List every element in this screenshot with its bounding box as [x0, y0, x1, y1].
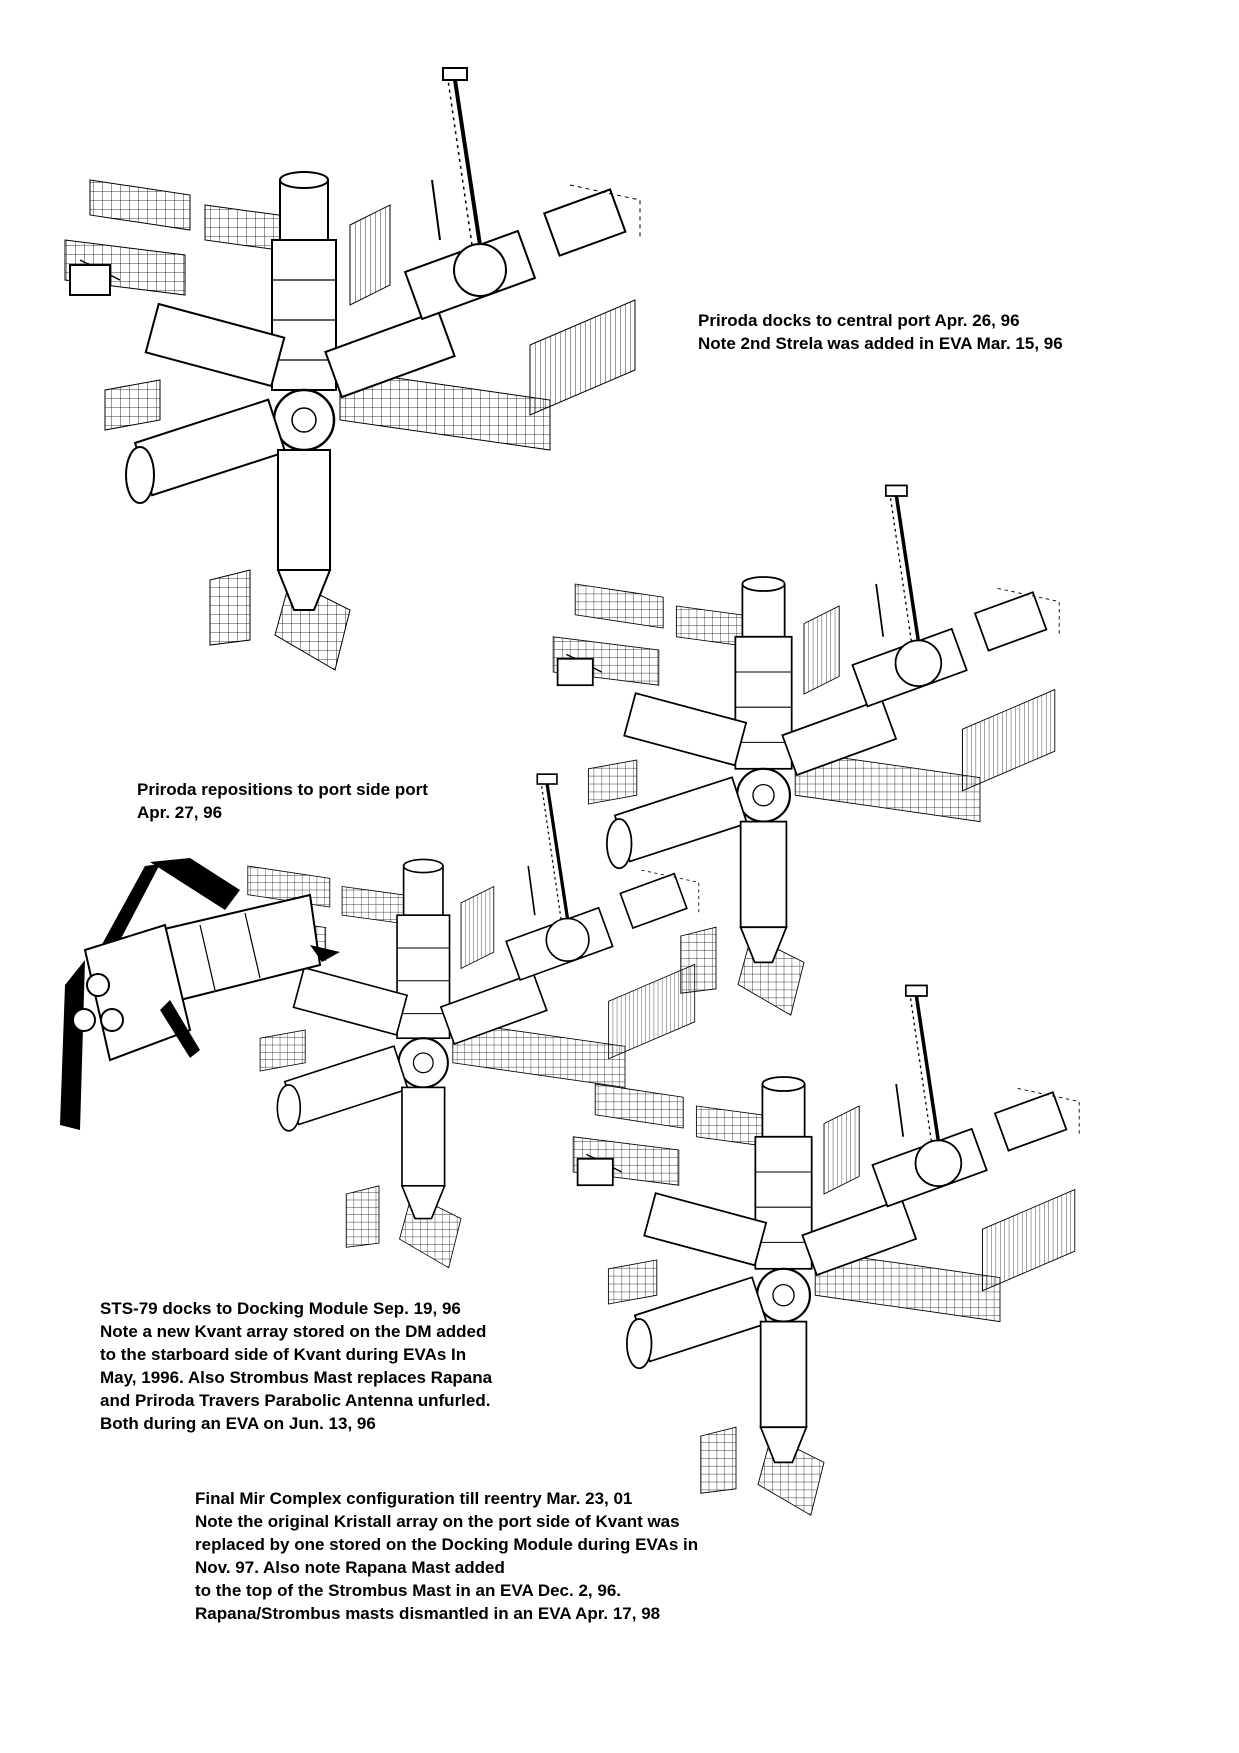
- caption-priroda-port-side: Priroda repositions to port side port Ap…: [137, 778, 428, 824]
- caption-line: to the top of the Strombus Mast in an EV…: [195, 1581, 621, 1600]
- space-shuttle-drawing: [60, 858, 340, 1130]
- caption-line: and Priroda Travers Parabolic Antenna un…: [100, 1391, 491, 1410]
- caption-line: Note the original Kristall array on the …: [195, 1512, 680, 1531]
- station-drawing-final: [571, 983, 1081, 1517]
- caption-line: Final Mir Complex configuration till ree…: [195, 1489, 633, 1508]
- caption-line: Priroda docks to central port Apr. 26, 9…: [698, 311, 1020, 330]
- caption-line: Both during an EVA on Jun. 13, 96: [100, 1414, 376, 1433]
- caption-line: Note a new Kvant array stored on the DM …: [100, 1322, 487, 1341]
- caption-line: STS-79 docks to Docking Module Sep. 19, …: [100, 1299, 461, 1318]
- caption-line: Rapana/Strombus masts dismantled in an E…: [195, 1604, 661, 1623]
- caption-line: to the starboard side of Kvant during EV…: [100, 1345, 467, 1364]
- caption-line: May, 1996. Also Strombus Mast replaces R…: [100, 1368, 493, 1387]
- caption-sts79-docking: STS-79 docks to Docking Module Sep. 19, …: [100, 1297, 492, 1435]
- caption-line: Apr. 27, 96: [137, 803, 223, 822]
- station-drawing-priroda-port: [551, 483, 1061, 1017]
- station-drawing-priroda-central: [63, 66, 642, 672]
- caption-line: Priroda repositions to port side port: [137, 780, 428, 799]
- caption-line: Note 2nd Strela was added in EVA Mar. 15…: [698, 334, 1063, 353]
- caption-line: Nov. 97. Also note Rapana Mast added: [195, 1558, 505, 1577]
- caption-final-configuration: Final Mir Complex configuration till ree…: [195, 1487, 698, 1625]
- caption-line: replaced by one stored on the Docking Mo…: [195, 1535, 699, 1554]
- caption-priroda-central-port: Priroda docks to central port Apr. 26, 9…: [698, 309, 1063, 355]
